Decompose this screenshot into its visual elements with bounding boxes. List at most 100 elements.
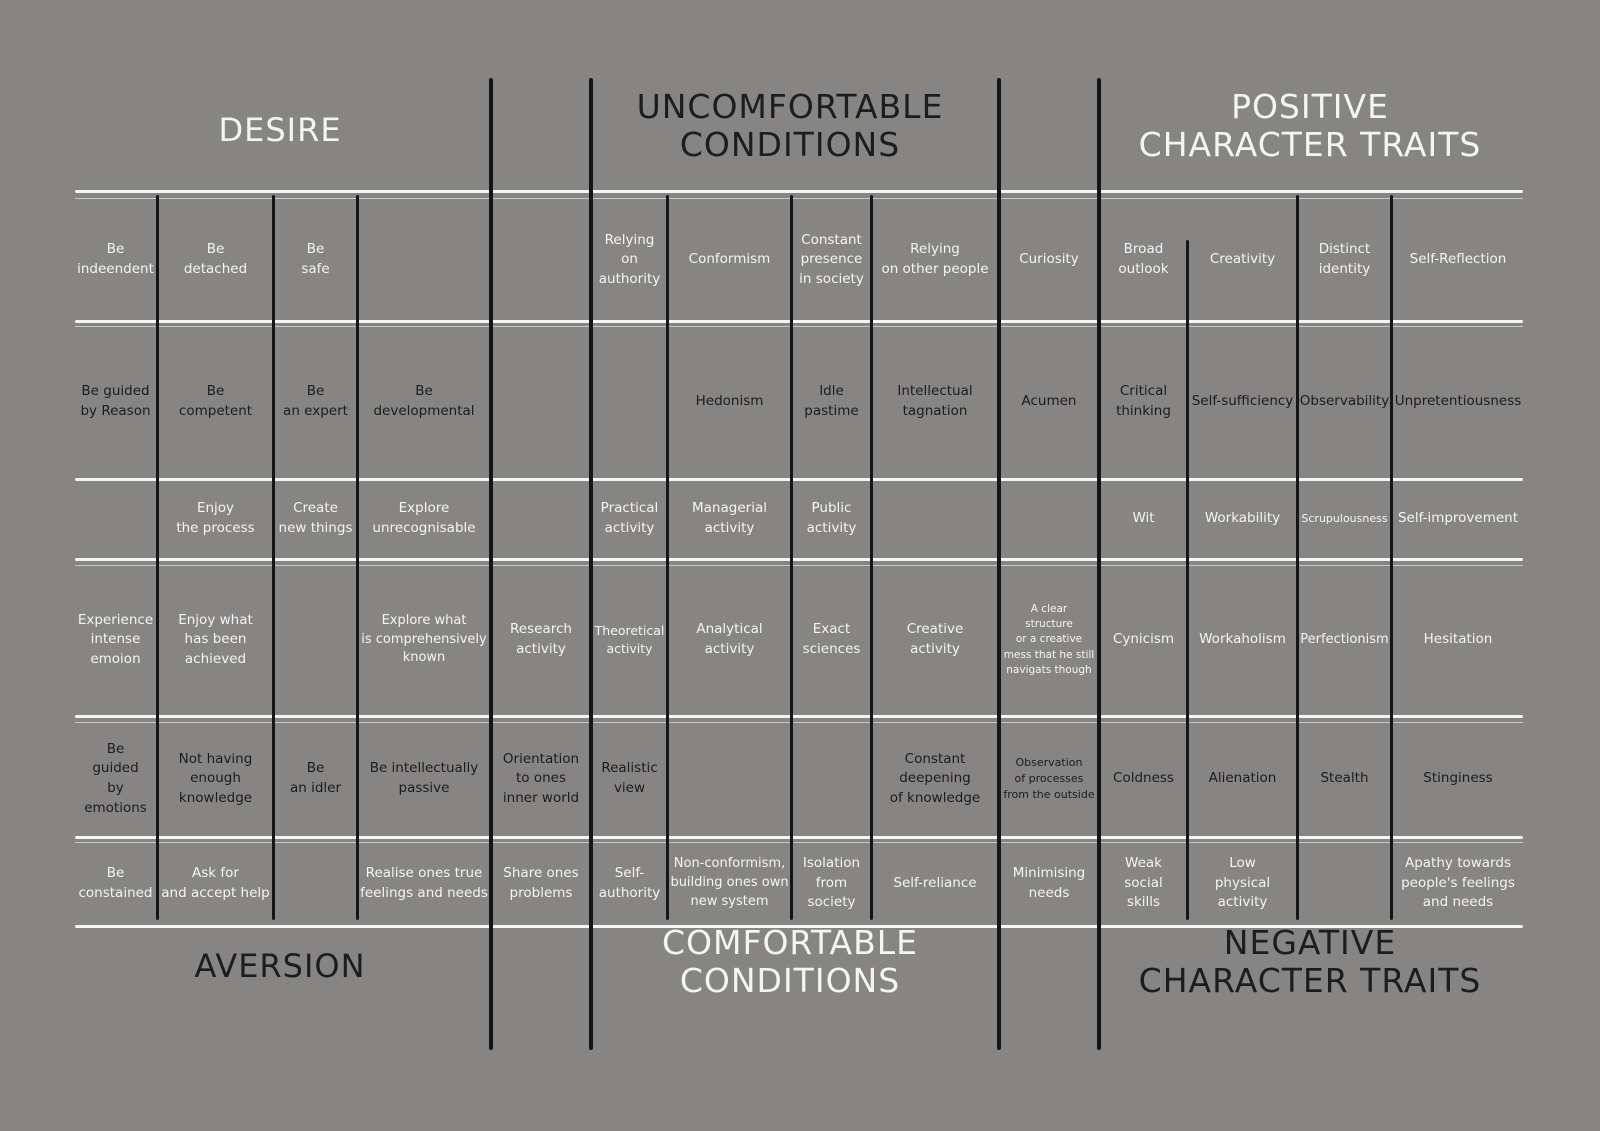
traits-cell-text: Scrupulousness bbox=[1301, 512, 1388, 526]
traits-cell: Scrupulousness bbox=[1299, 480, 1390, 558]
header-line: CONDITIONS bbox=[679, 960, 901, 1000]
desire-cell: Explore unrecognisable bbox=[359, 480, 489, 558]
desire-cell-text: Be indeendent bbox=[77, 241, 154, 277]
conditions-cell: Research activity bbox=[493, 565, 589, 715]
desire-cell: Be an expert bbox=[275, 326, 356, 478]
conditions-cell: Public activity bbox=[793, 480, 870, 558]
conditions-cell: Self-reliance bbox=[873, 842, 997, 925]
conditions-cell: Idle pastime bbox=[793, 326, 870, 478]
traits-cell: Broad outlook bbox=[1101, 200, 1186, 320]
traits-cell: Coldness bbox=[1101, 722, 1186, 836]
traits-cell-text: Workaholism bbox=[1199, 631, 1286, 648]
grid-line-h bbox=[75, 565, 1523, 566]
conditions-cell-text: Public activity bbox=[806, 500, 857, 536]
grid-line-v bbox=[666, 195, 669, 920]
traits-cell: Hesitation bbox=[1393, 565, 1523, 715]
traits-cell: Creativity bbox=[1189, 200, 1296, 320]
grid-line-h bbox=[75, 198, 1523, 199]
desire-cell: Be an idler bbox=[275, 722, 356, 836]
traits-cell-text: Coldness bbox=[1113, 770, 1174, 787]
conditions-cell: Isolation from society bbox=[793, 842, 870, 925]
desire-cell: Enjoy what has been achieved bbox=[159, 565, 272, 715]
conditions-cell: Theoretical activity bbox=[593, 565, 666, 715]
traits-cell-text: Wit bbox=[1132, 510, 1155, 527]
desire-cell-text: Be guided by emotions bbox=[84, 740, 147, 816]
traits-cell-text: Observation of processes from the outsid… bbox=[1003, 756, 1095, 801]
desire-cell: Ask for and accept help bbox=[159, 842, 272, 925]
traits-cell-text: A clear structure or a creative mess tha… bbox=[1003, 602, 1095, 676]
traits-cell: Low physical activity bbox=[1189, 842, 1296, 925]
desire-cell-text: Be competent bbox=[178, 383, 253, 419]
desire-cell-text: Be safe bbox=[301, 241, 330, 277]
traits-cell-text: Workability bbox=[1204, 510, 1281, 527]
conditions-cell-text: Constant presence in society bbox=[799, 231, 864, 287]
grid-line-h bbox=[75, 722, 1523, 723]
traits-cell-text: Low physical activity bbox=[1214, 855, 1271, 911]
traits-cell: Alienation bbox=[1189, 722, 1296, 836]
conditions-cell-text: Analytical activity bbox=[696, 621, 763, 657]
conditions-cell-text: Non-conformism, building ones own new sy… bbox=[670, 856, 789, 909]
traits-cell: Wit bbox=[1101, 480, 1186, 558]
desire-cell-text: Ask for and accept help bbox=[161, 864, 270, 901]
grid-line-h bbox=[75, 190, 1523, 193]
desire-cell-text: Be guided by Reason bbox=[80, 383, 151, 419]
grid-line-v bbox=[356, 195, 359, 920]
traits-cell-text: Weak social skills bbox=[1124, 855, 1163, 911]
conditions-cell-text: Isolation from society bbox=[802, 855, 861, 911]
desire-cell-text: Not having enough knowledge bbox=[178, 750, 253, 806]
desire-cell-text: Be an idler bbox=[289, 760, 342, 796]
conditions-cell: Practical activity bbox=[593, 480, 666, 558]
desire-cell-text: Experience intense emoion bbox=[77, 611, 154, 667]
traits-cell-text: Observability bbox=[1299, 393, 1390, 410]
desire-cell-text: Be an expert bbox=[283, 383, 348, 419]
traits-cell: Unpretentiousness bbox=[1393, 326, 1523, 478]
conditions-cell-text: Practical activity bbox=[600, 500, 659, 536]
traits-cell: Self-sufficiency bbox=[1189, 326, 1296, 478]
traits-cell: Curiosity bbox=[1001, 200, 1097, 320]
traits-cell: Critical thinking bbox=[1101, 326, 1186, 478]
desire-cell: Be intellectually passive bbox=[359, 722, 489, 836]
conditions-cell-text: Exact sciences bbox=[802, 621, 861, 657]
traits-cell-text: Critical thinking bbox=[1116, 383, 1171, 419]
desire-cell: Enjoy the process bbox=[159, 480, 272, 558]
conditions-cell-text: Relying on other people bbox=[881, 241, 989, 277]
traits-cell: Perfectionism bbox=[1299, 565, 1390, 715]
desire-cell: Be detached bbox=[159, 200, 272, 320]
conditions-cell: Creative activity bbox=[873, 565, 997, 715]
traits-cell: Cynicism bbox=[1101, 565, 1186, 715]
traits-cell: Self-improvement bbox=[1393, 480, 1523, 558]
traits-cell-text: Creativity bbox=[1209, 251, 1276, 268]
traits-cell-text: Distinct identity bbox=[1318, 241, 1371, 277]
traits-cell: Observability bbox=[1299, 326, 1390, 478]
traits-cell: Acumen bbox=[1001, 326, 1097, 478]
desire-header: DESIRE bbox=[218, 111, 342, 149]
traits-cell-text: Cynicism bbox=[1112, 631, 1175, 648]
grid-line-v bbox=[870, 195, 873, 920]
traits-cell: Self-Reflection bbox=[1393, 200, 1523, 320]
conditions-cell: Analytical activity bbox=[669, 565, 790, 715]
conditions-cell-text: Orientation to ones inner world bbox=[502, 750, 580, 806]
traits-cell: Observation of processes from the outsid… bbox=[1001, 722, 1097, 836]
grid-line-v bbox=[1296, 195, 1299, 920]
conditions-cell: Managerial activity bbox=[669, 480, 790, 558]
conditions-cell: Intellectual tagnation bbox=[873, 326, 997, 478]
conditions-cell: Self- authority bbox=[593, 842, 666, 925]
conditions-cell-text: Managerial activity bbox=[692, 500, 767, 536]
traits-cell: Distinct identity bbox=[1299, 200, 1390, 320]
conditions-cell-text: Research activity bbox=[510, 621, 572, 657]
grid-line-h bbox=[75, 558, 1523, 561]
desire-cell: Be constained bbox=[75, 842, 156, 925]
grid-line-h bbox=[75, 836, 1523, 839]
conditions-cell: Conformism bbox=[669, 200, 790, 320]
traits-cell-text: Stealth bbox=[1320, 770, 1369, 787]
header-line: CHARACTER TRAITS bbox=[1138, 124, 1482, 164]
grid-line-v bbox=[1097, 78, 1101, 1050]
conditions-cell: Constant presence in society bbox=[793, 200, 870, 320]
grid-line-h bbox=[75, 320, 1523, 323]
header-line: CONDITIONS bbox=[679, 124, 901, 164]
conditions-cell: Relying on authority bbox=[593, 200, 666, 320]
traits-cell: Stinginess bbox=[1393, 722, 1523, 836]
traits-cell-text: Self-Reflection bbox=[1409, 251, 1507, 268]
aversion-header: AVERSION bbox=[194, 947, 366, 985]
